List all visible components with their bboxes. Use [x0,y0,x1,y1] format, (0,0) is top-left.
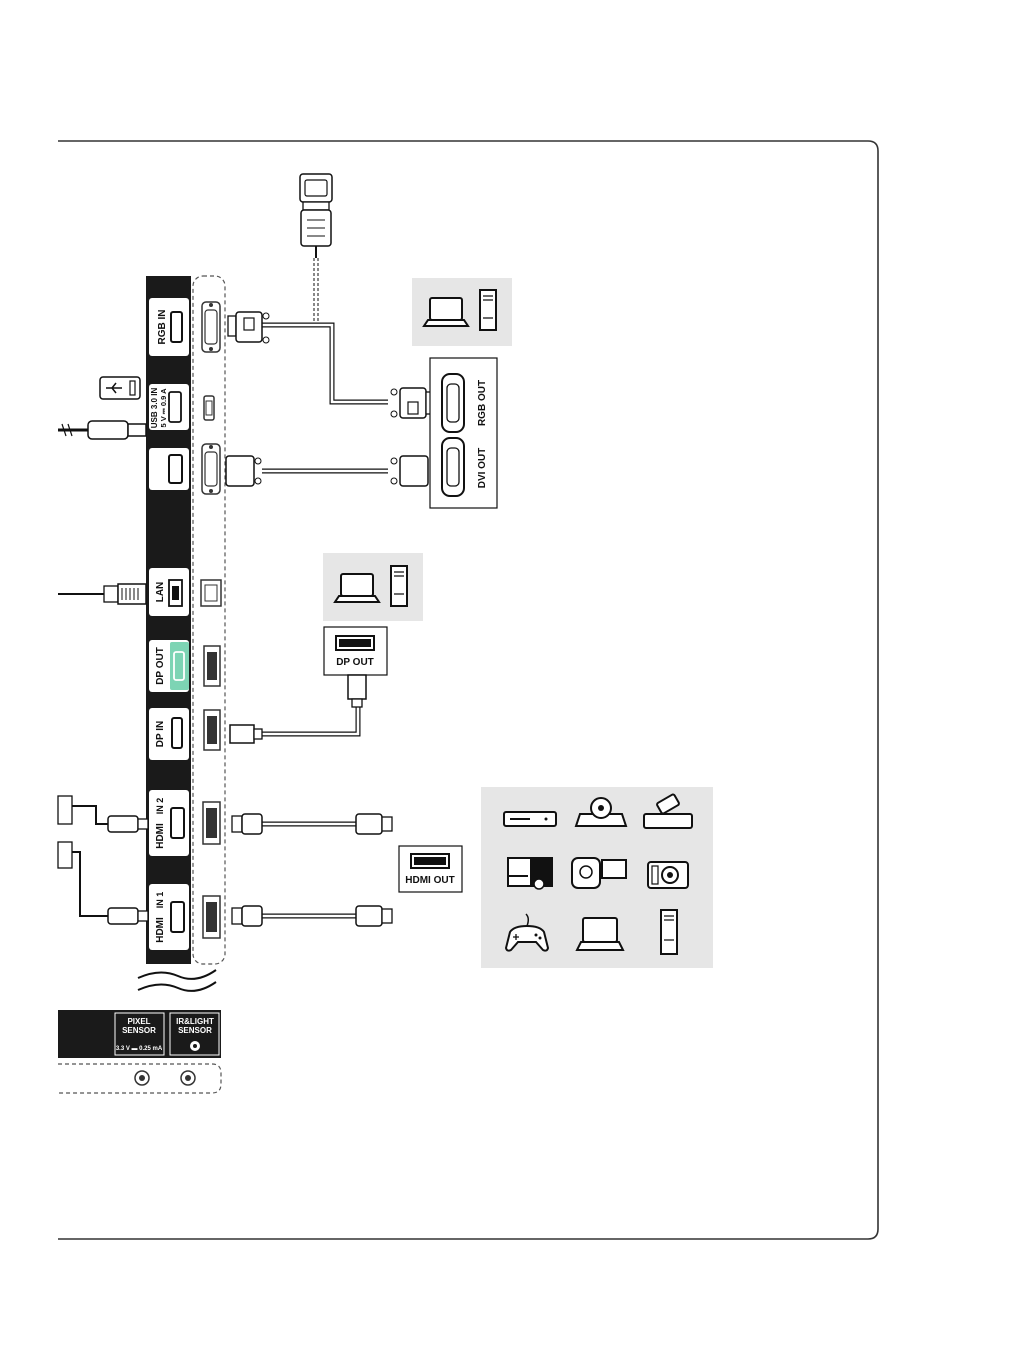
lan-connector [201,580,221,606]
rgb-in-connector [202,302,220,352]
hdmi-in-2-logo: HDMI [155,823,166,849]
lan-label: LAN [155,582,166,603]
rear-panel [146,276,191,964]
laptop-icon [577,918,623,950]
hdmi-in-1-logo: HDMI [155,917,166,943]
dp-out-connector [204,646,220,686]
dp-cable [262,706,358,734]
hdmi-out-device-port: HDMI OUT [399,846,462,892]
hdmi-in-2-label: IN 2 [155,798,165,815]
dp-plug-panel-side [230,725,262,743]
dvi-out-label: DVI OUT [477,448,488,489]
usb-icon [100,377,140,399]
pixel-sensor-spec: 3.3 V ▬ 0.25 mA [116,1046,163,1052]
rgb-plug-device-side [391,388,434,418]
dvi-vga-adapter [300,174,332,258]
blu-ray-icon [508,858,552,889]
lan-cable [58,584,146,604]
hdmi-in-2-port-label: HDMI IN 2 [149,790,189,856]
rgb-dvi-out-device: RGB OUT DVI OUT [430,358,497,508]
pc-device-box-dp [323,553,423,621]
rgb-in-label: RGB IN [157,310,168,345]
hdmi-out-label: HDMI OUT [405,875,454,886]
ir-light-sensor-label: IR&LIGHT SENSOR [170,1013,219,1055]
hdmi-in-2-connector [203,802,220,844]
usb-port-label: USB 3.0 IN 5 V ⎓ 0.9 A [149,384,189,430]
usb-connector [204,396,214,420]
dp-in-port-label: DP IN [149,708,189,760]
rgb-cable [262,258,388,402]
sensor-jack-outline [58,1064,221,1093]
dp-in-label: DP IN [155,721,166,748]
dvi-plug-device-side [391,456,428,486]
desktop-tower-icon [480,290,496,330]
dp-out-device-label: DP OUT [336,657,374,668]
desktop-tower-icon [661,910,677,954]
usb-label-line2: 5 V ⎓ 0.9 A [159,388,168,428]
port-outline [193,276,225,964]
av-device-box [481,787,713,968]
dp-out-port-label: DP OUT [149,640,189,692]
break-lines [138,970,216,991]
hdmi-in-1-port-label: HDMI IN 1 [149,884,189,950]
dp-plug-device-side [348,675,366,707]
hdmi-in-1-label: IN 1 [155,892,165,909]
dvi-in-port-label [149,448,189,490]
dp-out-device-port: DP OUT [324,627,387,675]
dvd-player-icon [504,812,556,826]
pc-device-box-top [412,278,512,346]
pixel-sensor-line2: SENSOR [122,1026,156,1035]
pixel-sensor-line1: PIXEL [127,1017,150,1026]
laptop-icon [424,298,468,326]
hdmi-2-left-cable [58,796,148,832]
dp-out-label: DP OUT [155,647,166,685]
hdmi-in-1-connector [203,896,220,938]
rgb-out-label: RGB OUT [477,380,488,426]
ir-sensor-line2: SENSOR [178,1026,212,1035]
pixel-sensor-label: PIXEL SENSOR 3.3 V ▬ 0.25 mA [115,1013,164,1055]
dp-in-connector [204,710,220,750]
desktop-tower-icon [391,566,407,606]
usb-label-line1: USB 3.0 IN [150,388,159,429]
ir-sensor-line1: IR&LIGHT [176,1017,214,1026]
dvi-plug-panel-side [226,456,261,486]
dvi-in-connector [202,444,220,494]
usb-cable [58,421,146,439]
hdmi-1-left-cable [58,842,148,924]
rgb-in-port-label: RGB IN [149,298,189,356]
lan-port-label: LAN [149,568,189,616]
laptop-icon [335,574,379,602]
camera-icon [648,862,688,888]
